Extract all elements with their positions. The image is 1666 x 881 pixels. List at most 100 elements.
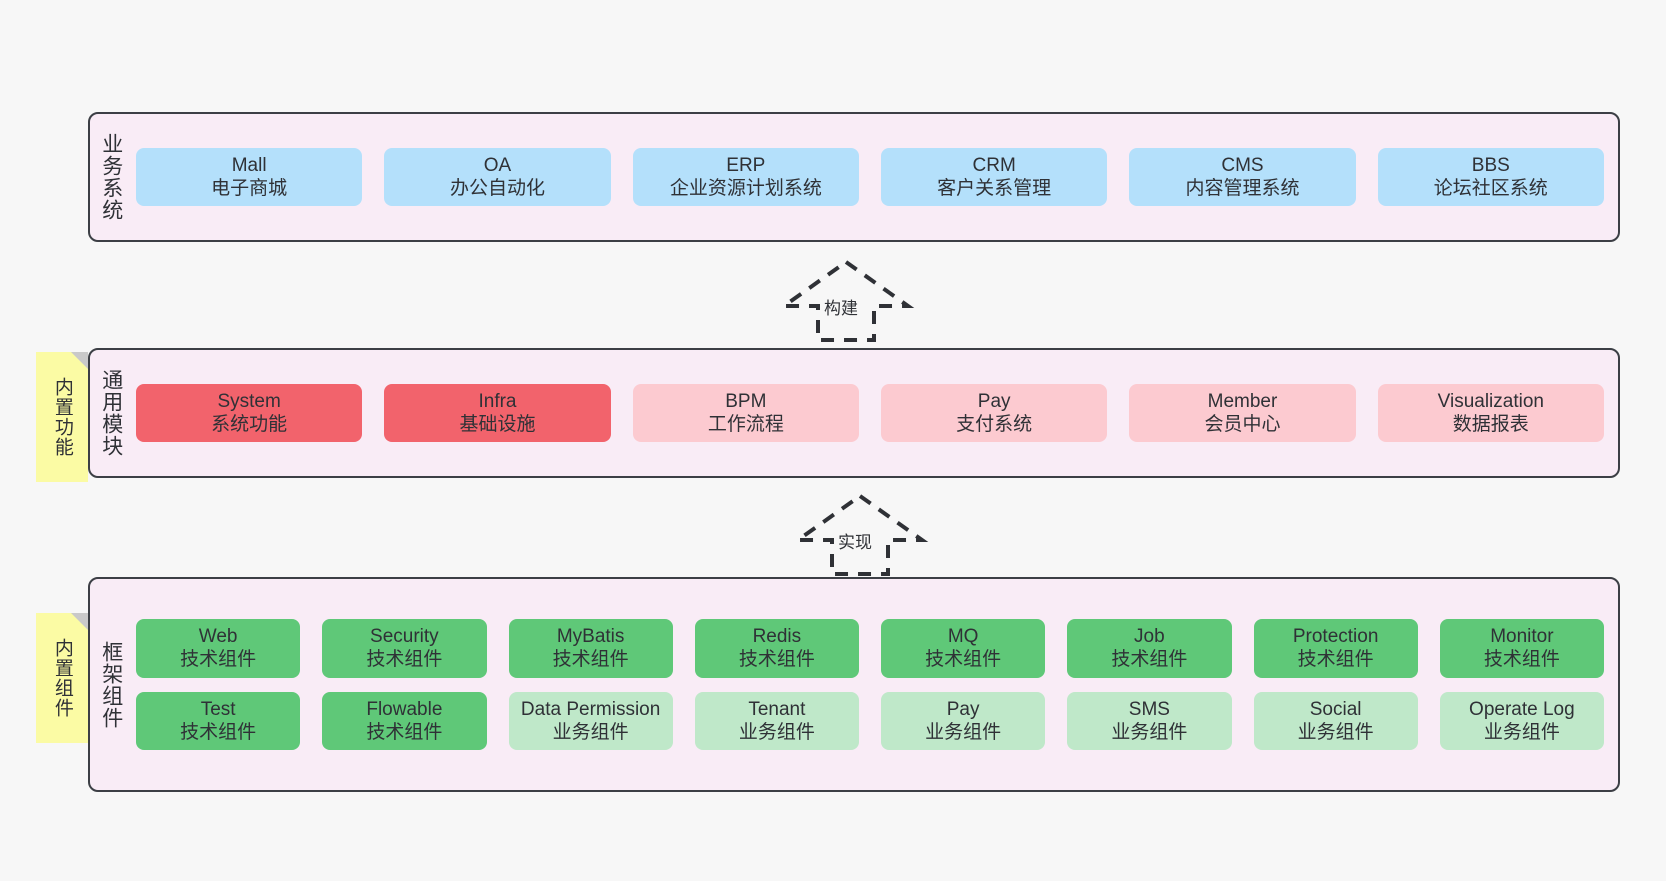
note-builtin-features: 内置功能: [36, 352, 88, 482]
box-title: System: [217, 390, 281, 412]
box-visualization[interactable]: Visualization 数据报表: [1377, 383, 1604, 443]
arrow-implement: 实现: [770, 492, 950, 576]
arrow-build: 构建: [756, 258, 936, 342]
box-subtitle: 支付系统: [956, 414, 1033, 435]
box-subtitle: 技术组件: [180, 649, 257, 671]
box-subtitle: 会员中心: [1204, 414, 1281, 435]
note-label: 内置功能: [51, 377, 73, 457]
box-subtitle: 基础设施: [459, 414, 536, 435]
box-title: Security: [370, 626, 439, 648]
layer-business-systems: 业务系统 Mall 电子商城 OA 办公自动化 ERP 企业资源计划系统 CRM…: [88, 112, 1620, 242]
layer-body-business: Mall 电子商城 OA 办公自动化 ERP 企业资源计划系统 CRM 客户关系…: [132, 114, 1618, 240]
row-framework-2: Test 技术组件 Flowable 技术组件 Data Permission …: [136, 691, 1604, 750]
box-subtitle: 技术组件: [925, 649, 1002, 671]
box-title: BBS: [1471, 154, 1510, 176]
box-title: MQ: [947, 626, 979, 648]
box-subtitle: 工作流程: [707, 414, 784, 435]
box-subtitle: 技术组件: [1111, 649, 1188, 671]
box-subtitle: 论坛社区系统: [1433, 178, 1548, 199]
box-bpm[interactable]: BPM 工作流程: [632, 383, 859, 443]
box-subtitle: 办公自动化: [449, 178, 545, 199]
layer-title-framework: 框架组件: [99, 640, 123, 729]
box-subtitle: 业务组件: [738, 721, 815, 743]
box-title: Infra: [478, 390, 517, 412]
box-crm[interactable]: CRM 客户关系管理: [880, 147, 1108, 207]
box-subtitle: 技术组件: [366, 721, 443, 743]
box-monitor[interactable]: Monitor 技术组件: [1439, 619, 1604, 678]
box-title: Visualization: [1437, 390, 1544, 412]
box-subtitle: 技术组件: [552, 649, 629, 671]
note-label: 内置组件: [51, 638, 73, 718]
note-fold-corner-icon: [71, 613, 88, 630]
box-test[interactable]: Test 技术组件: [136, 691, 301, 750]
box-title: Flowable: [366, 698, 443, 720]
box-operate-log[interactable]: Operate Log 业务组件: [1439, 691, 1604, 750]
box-title: Pay: [946, 698, 980, 720]
box-subtitle: 业务组件: [552, 721, 629, 743]
box-title: Protection: [1292, 626, 1379, 648]
box-flowable[interactable]: Flowable 技术组件: [322, 691, 487, 750]
box-title: Monitor: [1490, 626, 1554, 648]
box-title: Test: [200, 698, 236, 720]
box-title: Tenant: [748, 698, 806, 720]
box-job[interactable]: Job 技术组件: [1067, 619, 1232, 678]
box-title: Social: [1309, 698, 1362, 720]
box-subtitle: 技术组件: [1483, 649, 1560, 671]
box-oa[interactable]: OA 办公自动化: [384, 147, 611, 207]
arrow-build-outline: [777, 259, 915, 342]
box-title: Job: [1134, 626, 1165, 648]
box-subtitle: 技术组件: [1297, 649, 1374, 671]
box-title: Mall: [231, 154, 267, 176]
box-mybatis[interactable]: MyBatis 技术组件: [508, 619, 673, 678]
box-data-permission[interactable]: Data Permission 业务组件: [508, 691, 673, 750]
box-protection[interactable]: Protection 技术组件: [1253, 619, 1418, 678]
box-title: Member: [1207, 390, 1278, 412]
box-erp[interactable]: ERP 企业资源计划系统: [632, 147, 859, 207]
layer-body-common: System 系统功能 Infra 基础设施 BPM 工作流程 Pay 支付系统…: [132, 350, 1618, 476]
arrow-implement-label: 实现: [838, 533, 872, 552]
note-builtin-components: 内置组件: [36, 613, 88, 743]
box-title: Redis: [752, 626, 802, 648]
row-business-1: Mall 电子商城 OA 办公自动化 ERP 企业资源计划系统 CRM 客户关系…: [136, 147, 1604, 207]
box-title: SMS: [1128, 698, 1170, 720]
box-title: Pay: [977, 390, 1011, 412]
box-social[interactable]: Social 业务组件: [1253, 691, 1418, 750]
box-title: CMS: [1221, 154, 1264, 176]
box-title: ERP: [726, 154, 766, 176]
box-title: OA: [483, 154, 512, 176]
box-subtitle: 业务组件: [1483, 721, 1560, 743]
box-subtitle: 业务组件: [925, 721, 1002, 743]
box-mq[interactable]: MQ 技术组件: [881, 619, 1046, 678]
row-common-1: System 系统功能 Infra 基础设施 BPM 工作流程 Pay 支付系统…: [136, 383, 1604, 443]
box-title: CRM: [972, 154, 1016, 176]
box-subtitle: 技术组件: [366, 649, 443, 671]
box-subtitle: 业务组件: [1111, 721, 1188, 743]
arrow-implement-outline: [791, 493, 929, 576]
box-subtitle: 系统功能: [211, 414, 288, 435]
box-member[interactable]: Member 会员中心: [1129, 383, 1356, 443]
box-bbs[interactable]: BBS 论坛社区系统: [1377, 147, 1604, 207]
box-tenant[interactable]: Tenant 业务组件: [694, 691, 859, 750]
box-security[interactable]: Security 技术组件: [322, 619, 487, 678]
box-redis[interactable]: Redis 技术组件: [694, 619, 859, 678]
note-fold-corner-icon: [71, 352, 88, 369]
box-pay-module[interactable]: Pay 支付系统: [880, 383, 1108, 443]
layer-body-framework: Web 技术组件 Security 技术组件 MyBatis 技术组件 Redi…: [132, 579, 1618, 790]
box-infra[interactable]: Infra 基础设施: [384, 383, 611, 443]
layer-title-common: 通用模块: [99, 369, 123, 457]
box-title: Operate Log: [1469, 698, 1575, 720]
layer-common-modules: 通用模块 System 系统功能 Infra 基础设施 BPM 工作流程 Pay…: [88, 348, 1620, 478]
box-pay-component[interactable]: Pay 业务组件: [881, 691, 1046, 750]
box-subtitle: 业务组件: [1297, 721, 1374, 743]
box-mall[interactable]: Mall 电子商城: [136, 147, 363, 207]
box-subtitle: 内容管理系统: [1185, 178, 1300, 199]
box-title: BPM: [725, 390, 767, 412]
box-cms[interactable]: CMS 内容管理系统: [1129, 147, 1356, 207]
box-system[interactable]: System 系统功能: [136, 383, 363, 443]
box-subtitle: 技术组件: [180, 721, 257, 743]
box-sms[interactable]: SMS 业务组件: [1067, 691, 1232, 750]
box-web[interactable]: Web 技术组件: [136, 619, 301, 678]
box-title: Web: [198, 626, 238, 648]
layer-framework-components: 框架组件 Web 技术组件 Security 技术组件 MyBatis 技术组件…: [88, 577, 1620, 792]
